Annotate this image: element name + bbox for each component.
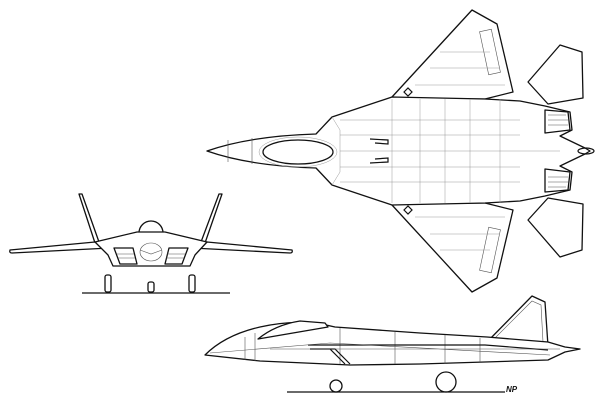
front-wing-right [191,241,293,254]
front-gear-right [188,274,196,293]
top-stab-upper [527,44,584,105]
side-nose-wheel [329,379,343,393]
front-wing-left [9,241,111,254]
front-fin-left [78,193,100,244]
front-intake-left [113,247,138,265]
top-nozzle-lower [544,168,571,193]
front-gear-nose [147,281,155,293]
top-wing-upper [391,9,514,100]
top-wing-lower [391,202,514,293]
front-fin-right [200,193,223,244]
top-view [206,9,595,293]
front-canopy [138,220,164,234]
front-intake-right [164,247,189,265]
front-view [9,193,293,294]
signature: NP [506,385,518,394]
top-stab-lower [527,197,584,258]
side-main-wheel [435,371,457,393]
top-nozzle-upper [544,109,571,134]
top-canopy [262,139,334,165]
side-view: NP [204,295,581,394]
side-canopy [257,320,329,340]
front-gear-left [104,274,112,293]
